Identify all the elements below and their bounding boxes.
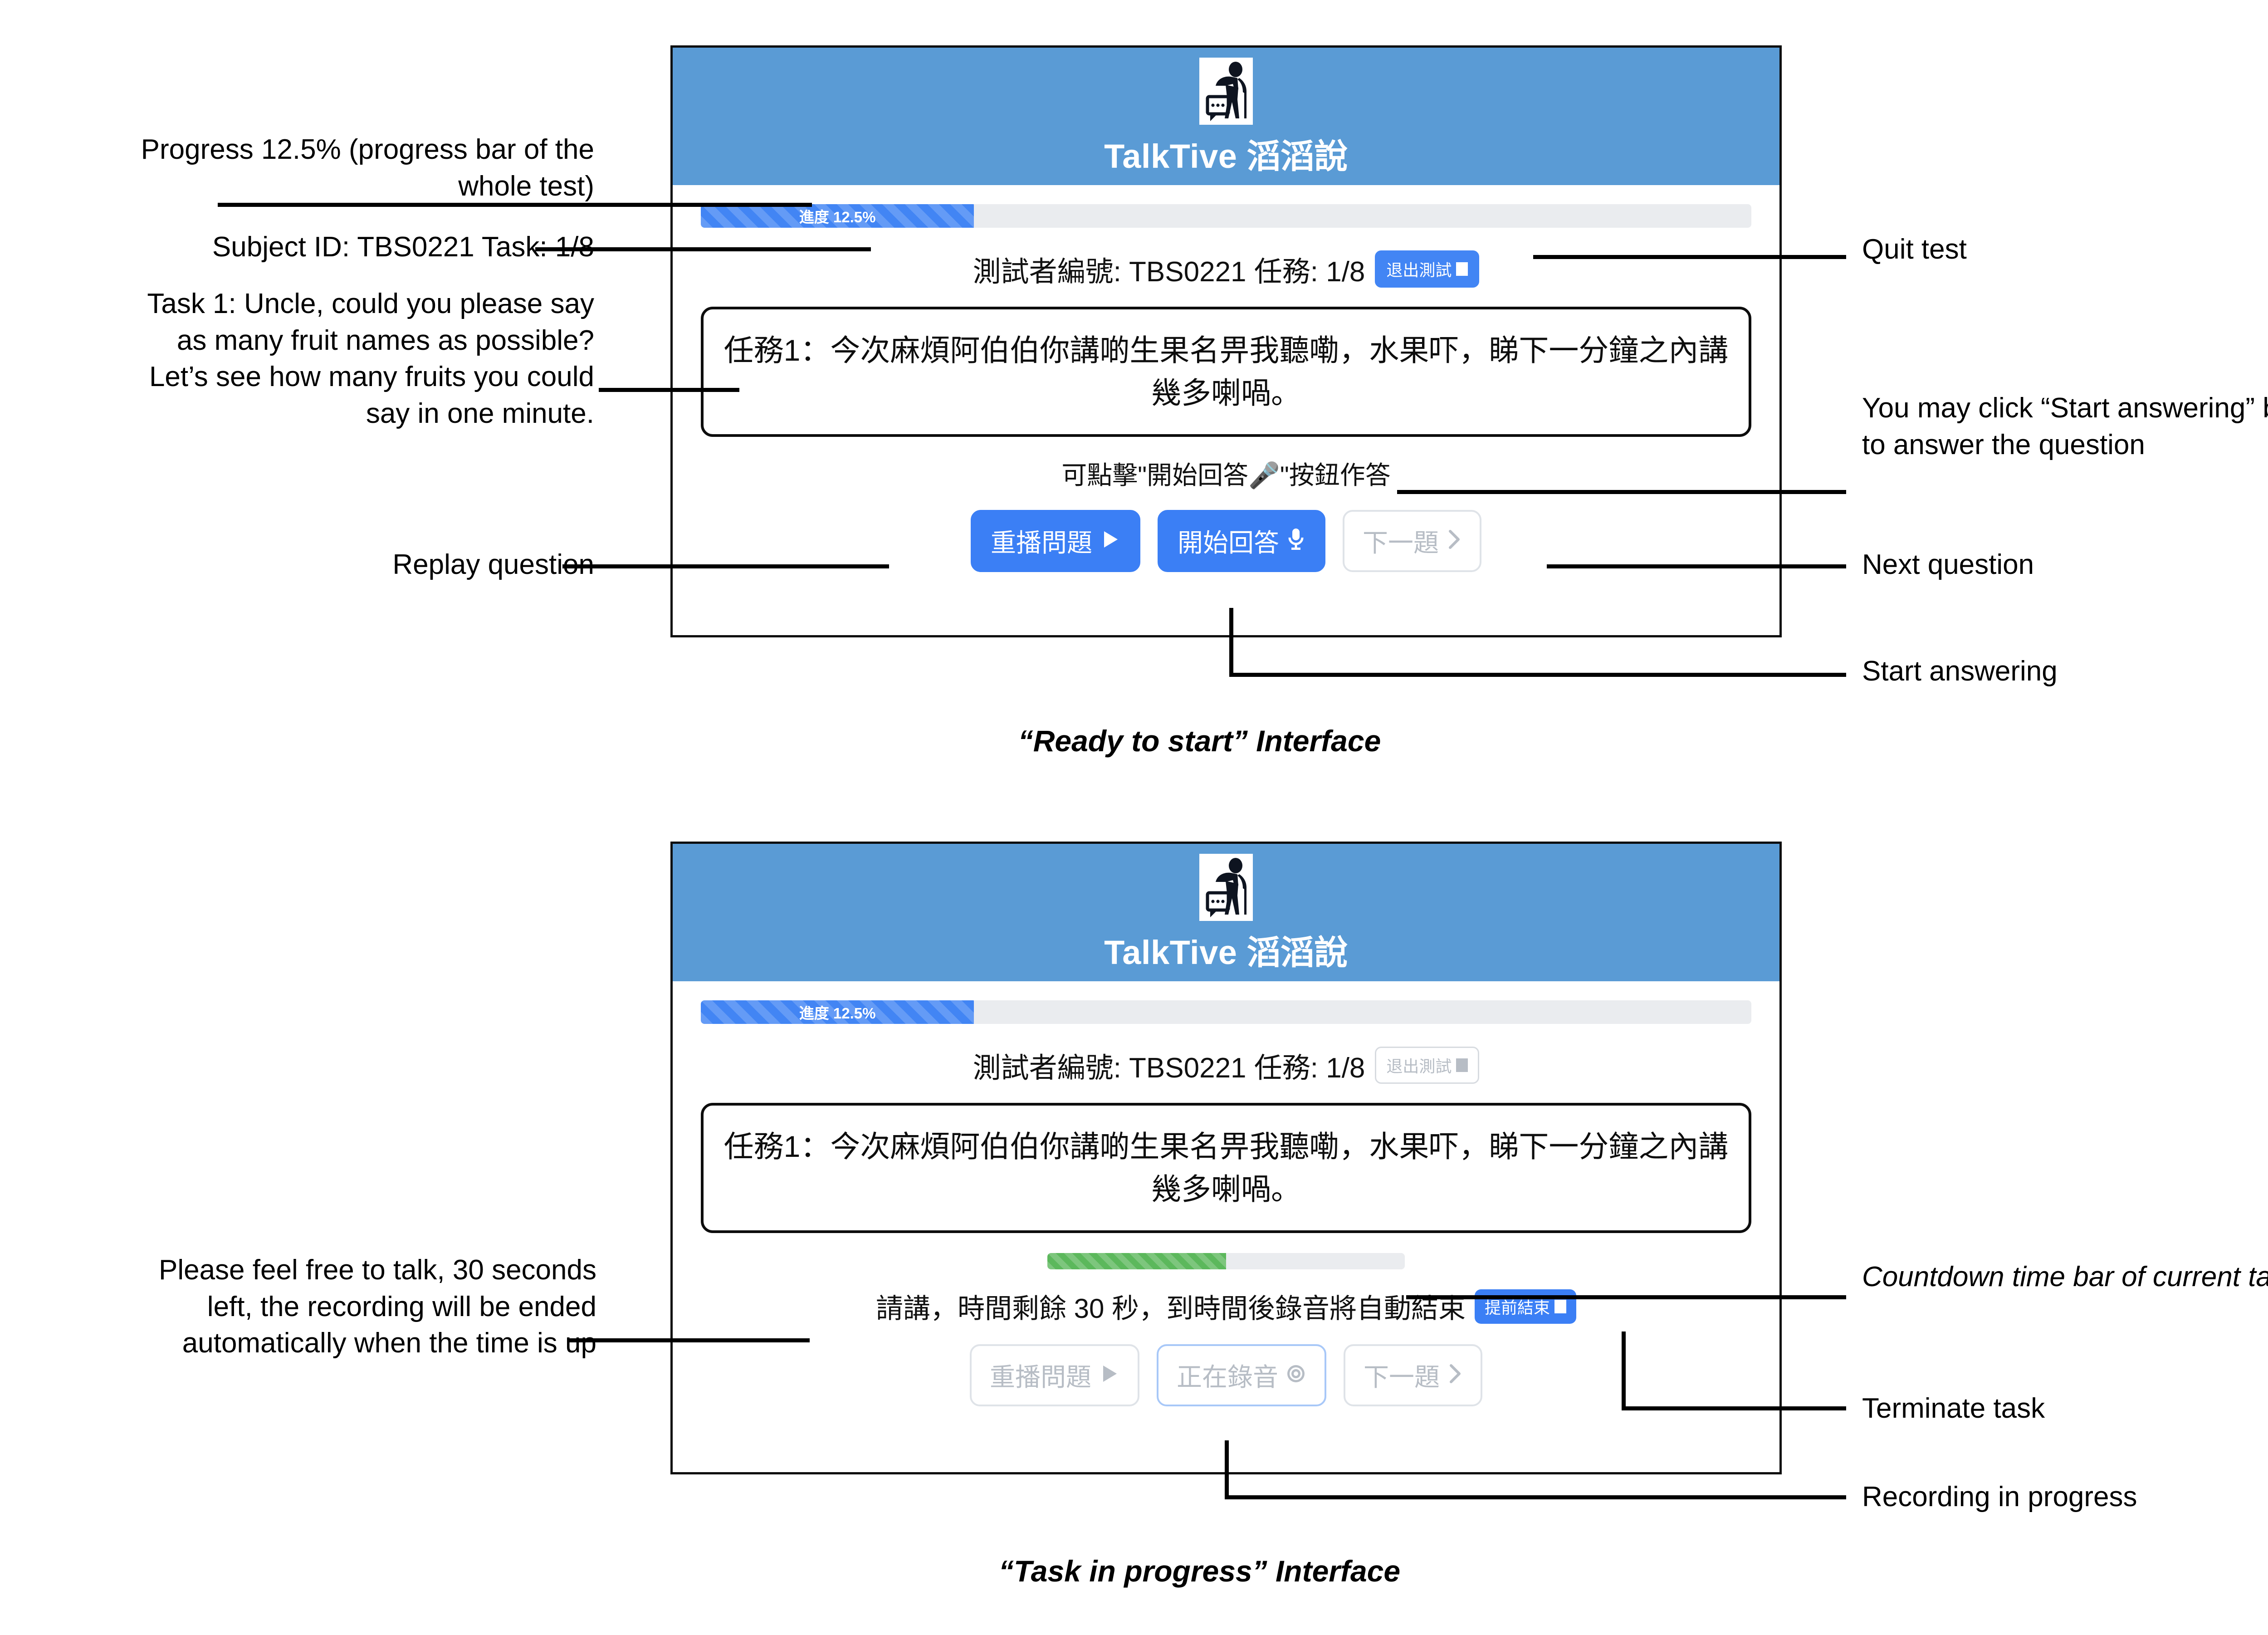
recording-in-progress-label: 正在錄音 — [1177, 1363, 1278, 1392]
task-question-text-2: 任務1：今次麻煩阿伯伯你講啲生果名畀我聽嘞，水果吓，睇下一分鐘之內講幾多喇喎。 — [723, 1130, 1729, 1206]
ready-to-start-panel: TalkTive 滔滔說 進度 12.5% 測試者編號: TBS0221 任務:… — [670, 45, 1782, 637]
quit-test-button[interactable]: 退出測試 — [1375, 250, 1480, 288]
app-header-2: TalkTive 滔滔說 — [673, 844, 1779, 981]
overall-progress-bar-2: 進度 12.5% — [701, 1000, 1751, 1024]
quit-test-button-2[interactable]: 退出測試 — [1375, 1047, 1480, 1084]
leader-start-answering-h — [1229, 673, 1846, 677]
annotation-progress-text: Progress 12.5% — [141, 134, 349, 165]
replay-question-label-2: 重播問題 — [990, 1363, 1091, 1392]
leader-quit — [1533, 255, 1846, 259]
leader-progress — [218, 203, 812, 207]
stop-square-icon — [1456, 1058, 1468, 1072]
subject-id-text-2: 測試者編號: TBS0221 任務: 1/8 — [973, 1052, 1365, 1084]
app-title: TalkTive 滔滔說 — [1104, 137, 1348, 175]
leader-talk — [569, 1338, 810, 1342]
next-question-label: 下一題 — [1363, 529, 1439, 558]
annotation-progress: Progress 12.5% (progress bar of the whol… — [113, 132, 594, 205]
subject-info-row: 測試者編號: TBS0221 任務: 1/8 退出測試 — [701, 249, 1751, 289]
countdown-time-bar — [1047, 1253, 1405, 1270]
action-button-row: 重播問題 開始回答 — [701, 510, 1751, 573]
app-header: TalkTive 滔滔說 — [673, 48, 1779, 185]
subject-info-row-2: 測試者編號: TBS0221 任務: 1/8 退出測試 — [701, 1045, 1751, 1086]
next-question-label-2: 下一題 — [1364, 1363, 1440, 1392]
panel-body: 進度 12.5% 測試者編號: TBS0221 任務: 1/8 退出測試 任務1… — [673, 204, 1779, 573]
next-question-button[interactable]: 下一題 — [1343, 510, 1481, 573]
stop-square-icon — [1456, 262, 1468, 276]
task-question-box: 任務1：今次麻煩阿伯伯你講啲生果名畀我聽嘞，水果吓，睇下一分鐘之內講幾多喇喎。 — [701, 307, 1751, 437]
quit-test-label-2: 退出測試 — [1386, 1057, 1452, 1076]
chevron-right-icon — [1446, 529, 1461, 554]
overall-progress-fill: 進度 12.5% — [701, 204, 974, 228]
answer-hint-text: 可點擊"開始回答🎤"按鈕作答 — [1061, 461, 1391, 490]
subject-id-text: 測試者編號: TBS0221 任務: 1/8 — [973, 256, 1365, 288]
replay-question-button-2[interactable]: 重播問題 — [970, 1344, 1139, 1407]
elderly-person-with-cane-speech-bubble-icon — [1199, 58, 1253, 125]
annotation-replay: Replay question — [392, 549, 594, 580]
replay-question-label: 重播問題 — [991, 529, 1092, 558]
annotation-countdown: Countdown time bar of current task — [1862, 1261, 2268, 1292]
panel-progress-caption: “Task in progress” Interface — [998, 1554, 1401, 1588]
leader-replay — [562, 564, 889, 568]
start-answering-label: 開始回答 — [1178, 529, 1279, 558]
action-button-row-2: 重播問題 正在錄音 下一題 — [701, 1344, 1751, 1407]
terminate-task-button[interactable]: 提前結束 — [1475, 1289, 1577, 1324]
panel-body-2: 進度 12.5% 測試者編號: TBS0221 任務: 1/8 退出測試 任務1… — [673, 1000, 1779, 1407]
chevron-right-icon — [1447, 1363, 1462, 1388]
overall-progress-bar: 進度 12.5% — [701, 204, 1751, 228]
leader-countdown — [1406, 1295, 1846, 1299]
leader-recording-h — [1225, 1495, 1846, 1499]
replay-question-button[interactable]: 重播問題 — [971, 510, 1140, 573]
recording-status-row: 請講，時間剩餘 30 秒，到時間後錄音將自動結束 提前結束 — [701, 1287, 1751, 1326]
annotation-start-hint: You may click “Start answering” button t… — [1862, 392, 2268, 460]
leader-terminate-v — [1622, 1331, 1626, 1409]
leader-start-hint — [1397, 490, 1846, 494]
leader-task — [599, 388, 739, 392]
leader-start-answering-v — [1229, 608, 1233, 677]
annotation-terminate: Terminate task — [1862, 1393, 2045, 1424]
task-question-text: 任務1：今次麻煩阿伯伯你講啲生果名畀我聽嘞，水果吓，睇下一分鐘之內講幾多喇喎。 — [723, 333, 1729, 410]
task-question-box-2: 任務1：今次麻煩阿伯伯你講啲生果名畀我聽嘞，水果吓，睇下一分鐘之內講幾多喇喎。 — [701, 1103, 1751, 1234]
leader-next — [1547, 564, 1846, 568]
leader-terminate-h — [1622, 1406, 1846, 1410]
microphone-icon — [1286, 528, 1305, 554]
start-answering-button[interactable]: 開始回答 — [1158, 510, 1325, 573]
stop-square-icon — [1554, 1299, 1567, 1313]
panel-ready-caption: “Ready to start” Interface — [1018, 724, 1381, 758]
app-title: TalkTive 滔滔說 — [1104, 934, 1348, 971]
annotation-subject: Subject ID: TBS0221 Task: 1/8 — [212, 231, 594, 263]
leader-subject — [535, 247, 871, 251]
next-question-button-2[interactable]: 下一題 — [1344, 1344, 1482, 1407]
countdown-fill — [1047, 1253, 1226, 1270]
quit-test-label: 退出測試 — [1386, 261, 1452, 279]
play-icon — [1100, 529, 1120, 554]
annotation-start-answering: Start answering — [1862, 656, 2058, 687]
annotation-talk: Please feel free to talk, 30 seconds lef… — [158, 1254, 596, 1359]
annotation-quit: Quit test — [1862, 234, 1967, 265]
overall-progress-fill-2: 進度 12.5% — [701, 1000, 974, 1024]
task-in-progress-panel: TalkTive 滔滔說 進度 12.5% 測試者編號: TBS0221 任務:… — [670, 842, 1782, 1474]
leader-recording-v — [1225, 1440, 1229, 1499]
recording-status-text: 請講，時間剩餘 30 秒，到時間後錄音將自動結束 — [875, 1293, 1466, 1324]
recording-dot-icon — [1286, 1363, 1306, 1388]
annotation-progress-italic: (progress bar of the whole test) — [348, 134, 594, 202]
annotation-recording: Recording in progress — [1862, 1481, 2137, 1513]
recording-in-progress-button[interactable]: 正在錄音 — [1157, 1344, 1326, 1407]
play-icon — [1099, 1363, 1119, 1388]
elderly-person-with-cane-speech-bubble-icon — [1199, 854, 1253, 921]
annotation-next: Next question — [1862, 549, 2034, 580]
terminate-task-label: 提前結束 — [1485, 1298, 1550, 1317]
annotation-task: Task 1: Uncle, could you please say as m… — [147, 288, 594, 429]
